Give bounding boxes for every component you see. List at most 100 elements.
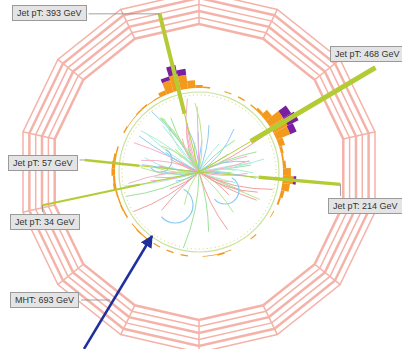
ecal-tower	[250, 104, 257, 110]
looper-track	[161, 189, 193, 223]
callout-text: Jet pT: 468 GeV	[335, 49, 400, 59]
callout-text: Jet pT: 34 GeV	[15, 217, 75, 227]
muon-layer	[42, 11, 356, 333]
ecal-tower	[141, 234, 147, 240]
muon-layer	[48, 18, 349, 327]
muon-layer	[55, 24, 344, 320]
looper-track	[214, 178, 239, 204]
ecal-tower	[158, 90, 167, 97]
ecal-tower	[153, 96, 160, 101]
muon-spoke	[23, 205, 55, 212]
jet-axis	[259, 177, 341, 184]
ecal-tower	[281, 183, 290, 192]
callout-text: MHT: 693 GeV	[15, 295, 74, 305]
track	[199, 172, 209, 232]
ecal-tower	[132, 223, 137, 229]
leader-line	[89, 13, 160, 14]
ecal-tower	[132, 115, 137, 121]
tracker-boundary	[119, 92, 279, 252]
ecal-tower	[203, 86, 211, 88]
ecal-tower	[210, 254, 217, 256]
jet-core	[184, 114, 199, 172]
jet-core	[140, 172, 199, 184]
ecal-tower	[270, 211, 274, 218]
leader-lines	[42, 14, 340, 300]
ecal-tower	[238, 96, 245, 101]
callout-box: Jet pT: 468 GeV	[330, 46, 402, 62]
track	[133, 172, 199, 212]
muon-spoke	[315, 59, 341, 80]
muon-spoke	[120, 9, 134, 39]
track	[164, 118, 199, 172]
ecal-tower	[283, 168, 291, 176]
track	[199, 125, 209, 172]
tracker-hits	[122, 95, 276, 249]
track	[199, 161, 249, 172]
ecal-tower	[279, 146, 284, 154]
ecal-tower	[181, 254, 188, 257]
track	[161, 118, 199, 172]
jet-axis	[160, 14, 185, 114]
ecal-tower	[128, 120, 133, 126]
track	[161, 117, 199, 172]
muon-layer	[29, 0, 368, 346]
jet-core	[139, 166, 199, 172]
track	[160, 118, 199, 172]
jet-core	[199, 141, 251, 172]
leader-line	[340, 184, 341, 196]
ecal-tower	[153, 243, 160, 248]
muon-spoke	[57, 264, 83, 285]
muon-layer	[36, 5, 363, 340]
ecal-tower	[141, 104, 148, 110]
muon-spoke	[57, 59, 83, 80]
leader-line	[81, 300, 110, 301]
ecal-tower	[136, 229, 142, 235]
ecal-tower	[261, 110, 272, 121]
callout-box: MHT: 693 GeV	[10, 292, 79, 308]
muon-spoke	[315, 264, 341, 285]
ecal-tower	[123, 126, 128, 133]
ecal-tower	[115, 190, 119, 198]
ecal-tower	[281, 153, 284, 161]
hcal-tower	[176, 69, 186, 76]
ecal-tower	[203, 255, 210, 256]
ecal-tower	[147, 101, 153, 106]
ecal-tower	[120, 204, 125, 211]
callout-box: Jet pT: 393 GeV	[12, 5, 87, 21]
jet-core	[199, 172, 259, 177]
ecal-tower	[123, 211, 128, 218]
track	[175, 149, 199, 172]
muon-spoke	[120, 305, 134, 335]
track	[199, 140, 235, 172]
callout-text: Jet pT: 57 GeV	[13, 158, 73, 168]
ecal-tower	[256, 108, 263, 115]
ecal-tower	[277, 197, 281, 205]
ecal-tower	[217, 252, 225, 256]
ecal-tower	[224, 250, 231, 253]
muon-spoke	[263, 9, 277, 39]
tracks	[124, 99, 273, 248]
muon-spoke	[198, 0, 200, 24]
ecal-tower	[113, 153, 117, 161]
jet-axis	[85, 160, 140, 166]
ecal-tower	[195, 85, 203, 88]
muon-spoke	[343, 132, 375, 139]
hcal-tower	[161, 76, 170, 83]
mht-arrow	[84, 236, 152, 349]
ecal-tower	[166, 250, 173, 254]
jets	[42, 14, 375, 205]
track	[199, 129, 234, 172]
muon-spoke	[198, 320, 200, 349]
ecal-tower	[118, 197, 122, 204]
callout-box: Jet pT: 214 GeV	[328, 198, 402, 214]
callout-box: Jet pT: 57 GeV	[8, 155, 78, 171]
ecal-tower	[282, 161, 286, 169]
calorimeter-towers	[111, 65, 298, 257]
leader-line	[80, 159, 85, 160]
ecal-tower	[250, 234, 256, 240]
ecal-tower	[116, 146, 119, 154]
ecal-tower	[224, 91, 231, 95]
ecal-tower	[187, 80, 195, 88]
